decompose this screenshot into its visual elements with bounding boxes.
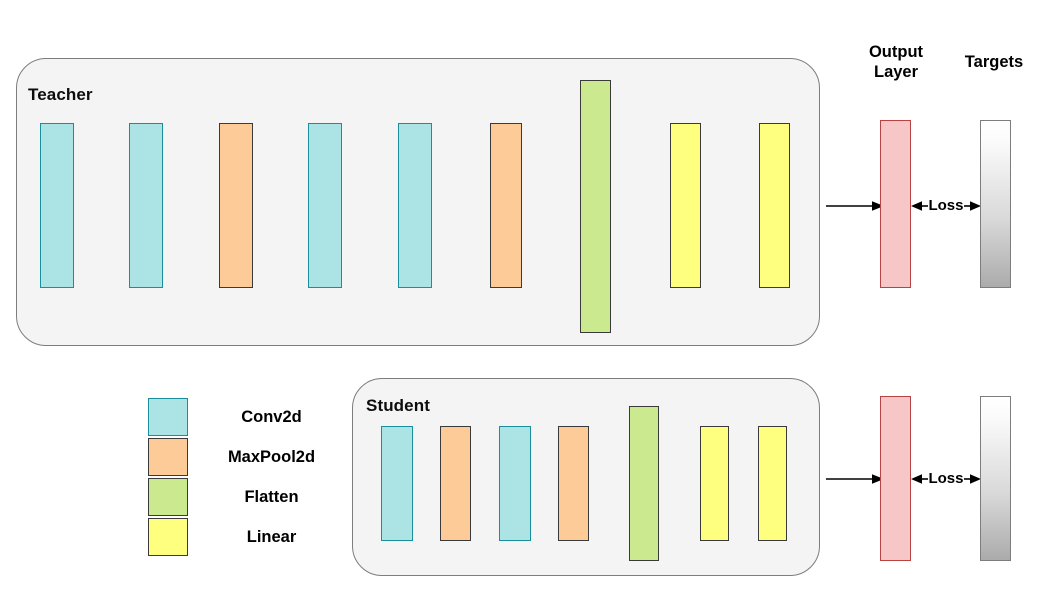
targets-header: Targets: [964, 53, 1024, 71]
teacher-targets-bar: [980, 120, 1011, 288]
legend-swatch-flatten-icon: [148, 478, 188, 516]
teacher-layer-maxpool2d-2: [490, 123, 522, 288]
teacher-layer-linear-1: [670, 123, 701, 288]
teacher-group-label: Teacher: [28, 85, 93, 104]
student-layer-maxpool2d-2: [558, 426, 589, 541]
student-layer-linear-2: [758, 426, 787, 541]
legend-swatch-conv2d-icon: [148, 398, 188, 436]
output-layer-header: Output Layer: [868, 43, 924, 81]
legend-swatch-linear-icon: [148, 518, 188, 556]
teacher-output-layer-bar: [880, 120, 911, 288]
legend-label-maxpool2d: MaxPool2d: [227, 448, 316, 466]
legend-swatch-maxpool2d-icon: [148, 438, 188, 476]
student-layer-linear-1: [700, 426, 729, 541]
legend-label-conv2d: Conv2d: [241, 408, 302, 426]
student-group-label: Student: [366, 396, 430, 415]
student-loss-label: Loss: [928, 470, 964, 487]
student-loss-arrow: [911, 474, 981, 484]
student-layer-maxpool2d-1: [440, 426, 471, 541]
student-layer-conv2d-1: [381, 426, 413, 541]
teacher-layer-conv2d-4: [398, 123, 432, 288]
teacher-loss-label: Loss: [928, 197, 964, 214]
teacher-layer-flatten: [580, 80, 611, 333]
student-layer-flatten: [629, 406, 659, 561]
student-targets-bar: [980, 396, 1011, 561]
teacher-forward-arrow: [826, 201, 884, 211]
student-output-layer-bar: [880, 396, 911, 561]
legend-label-linear: Linear: [246, 528, 297, 546]
student-layer-conv2d-2: [499, 426, 531, 541]
student-forward-arrow: [826, 474, 884, 484]
legend-label-flatten: Flatten: [244, 488, 299, 506]
teacher-layer-conv2d-1: [40, 123, 74, 288]
teacher-loss-arrow: [911, 201, 981, 211]
teacher-layer-conv2d-2: [129, 123, 163, 288]
teacher-layer-linear-2: [759, 123, 790, 288]
teacher-layer-maxpool2d-1: [219, 123, 253, 288]
teacher-layer-conv2d-3: [308, 123, 342, 288]
